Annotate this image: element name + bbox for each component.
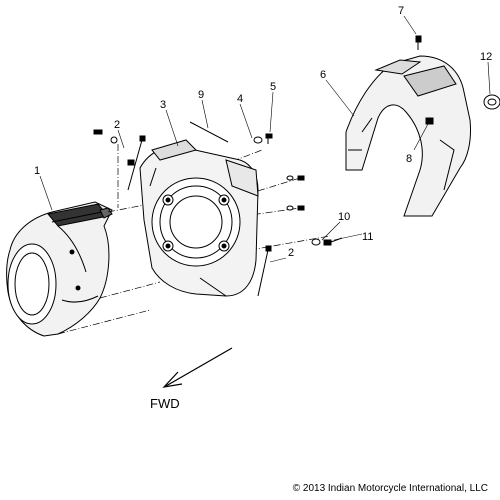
fasteners-left: [93, 129, 135, 166]
callout-4: 4: [237, 93, 243, 105]
fasteners-right: [286, 175, 343, 246]
callout-6: 6: [320, 69, 326, 81]
fwd-label: FWD: [150, 396, 180, 411]
arrow-icon: [165, 347, 233, 387]
part-4-washer: [253, 136, 263, 144]
callout-labels: 1 2 3 9 4 5 6 7 12 8 10 11 2: [34, 5, 492, 259]
callout-2-upper: 2: [114, 119, 120, 131]
callout-8: 8: [406, 153, 412, 165]
callout-3: 3: [160, 99, 166, 111]
copyright-notice: © 2013 Indian Motorcycle International, …: [292, 483, 488, 494]
callout-1: 1: [34, 165, 40, 177]
forward-arrow: FWD: [150, 347, 233, 411]
callout-9: 9: [198, 89, 204, 101]
callout-5: 5: [270, 81, 276, 93]
part-12-grommet: [483, 94, 500, 110]
part-2-tie-strap-upper: [127, 135, 146, 191]
part-1-nacelle: [6, 201, 113, 337]
callout-7: 7: [398, 5, 404, 17]
part-6-cover: [345, 55, 471, 217]
callout-11: 11: [362, 231, 373, 243]
callout-12: 12: [480, 51, 492, 63]
leader-lines: [39, 15, 491, 263]
callout-10: 10: [338, 211, 350, 223]
part-8-nut: [425, 117, 434, 125]
part-7-screw: [415, 35, 422, 50]
part-9-rod: [189, 121, 229, 143]
part-2-tie-strap-lower: [257, 245, 272, 297]
callout-2-lower: 2: [288, 247, 294, 259]
part-3-mounting-bracket: [139, 139, 259, 297]
part-5-screw: [265, 133, 273, 144]
